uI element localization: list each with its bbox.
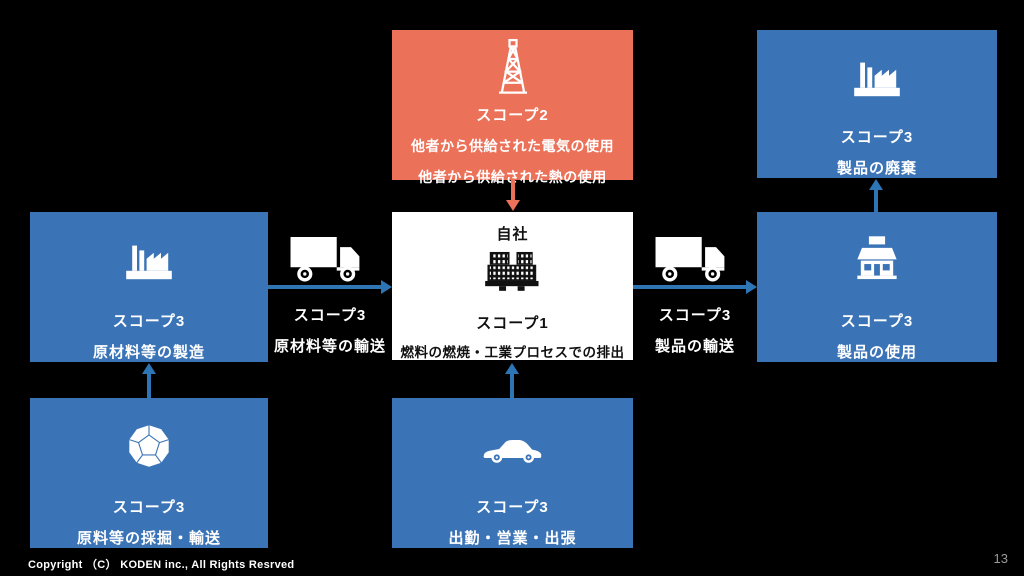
- box-title: スコープ3: [476, 499, 549, 516]
- arrow-head: [142, 363, 156, 374]
- arrow-head: [746, 280, 757, 294]
- box-title: スコープ3: [112, 499, 186, 516]
- arrow-use-to-disposal: [869, 179, 883, 212]
- arrow-line: [510, 372, 514, 398]
- factory-icon: [846, 52, 908, 102]
- office-building-icon: [484, 248, 542, 300]
- transport-label: 製品の輸送: [654, 338, 735, 355]
- own-company-header: 自社: [496, 226, 529, 243]
- product-use-box: スコープ3 製品の使用: [757, 212, 997, 362]
- box-label: 燃料の燃焼・工業プロセスでの排出: [400, 345, 625, 360]
- materials-manufacturing-box: スコープ3 原材料等の製造: [30, 212, 268, 362]
- arrow-line: [511, 180, 515, 202]
- arrow-materials-to-own: [268, 280, 392, 294]
- box-title: スコープ3: [840, 129, 914, 146]
- arrow-line: [633, 285, 748, 289]
- transport-label: 原材料等の輸送: [273, 338, 386, 355]
- transport-title: スコープ3: [293, 307, 367, 324]
- commute-business-trip-box: スコープ3 出勤・営業・出張: [392, 398, 633, 548]
- page-number: 13: [993, 551, 1008, 566]
- arrow-head: [505, 363, 519, 374]
- arrow-line: [147, 372, 151, 398]
- products-transport-group: スコープ3 製品の輸送: [633, 228, 757, 356]
- box-title: スコープ3: [840, 313, 914, 330]
- arrow-head: [381, 280, 392, 294]
- scope2-box: スコープ2 他者から供給された電気の使用 他者から供給された熱の使用: [392, 30, 633, 185]
- box-label: 製品の使用: [836, 344, 917, 361]
- truck-icon: [653, 228, 737, 286]
- truck-icon: [288, 228, 372, 286]
- materials-transport-group: スコープ3 原材料等の輸送: [268, 228, 392, 356]
- box-title: スコープ3: [112, 313, 186, 330]
- box-label: 製品の廃棄: [836, 160, 917, 177]
- factory-icon: [118, 234, 180, 286]
- store-icon: [848, 234, 906, 286]
- own-company-box: 自社 スコープ1 燃料の燃焼・工業プロセスでの排出: [392, 212, 633, 360]
- arrow-head: [869, 179, 883, 190]
- box-label: 出勤・営業・出張: [448, 530, 577, 547]
- arrow-head: [506, 200, 520, 211]
- arrow-own-to-use: [633, 280, 757, 294]
- car-icon: [480, 420, 546, 472]
- box-title: スコープ2: [476, 107, 549, 124]
- arrow-extraction-to-materials: [142, 363, 156, 398]
- arrow-line: [874, 188, 878, 212]
- box-title: スコープ1: [476, 315, 549, 332]
- transport-title: スコープ3: [658, 307, 732, 324]
- box-label: 原料等の採掘・輸送: [76, 530, 221, 547]
- box-label: 他者から供給された電気の使用: [411, 138, 614, 154]
- oil-derrick-icon: [489, 38, 537, 94]
- extraction-transport-box: スコープ3 原料等の採掘・輸送: [30, 398, 268, 548]
- copyright-text: Copyright （C） KODEN inc., All Rights Res…: [28, 559, 295, 571]
- product-disposal-box: スコープ3 製品の廃棄: [757, 30, 997, 178]
- arrow-scope2-to-own: [506, 180, 520, 211]
- box-label: 他者から供給された熱の使用: [418, 169, 607, 185]
- arrow-commute-to-own: [505, 363, 519, 398]
- box-label: 原材料等の製造: [92, 344, 205, 361]
- arrow-line: [268, 285, 383, 289]
- dodecahedron-icon: [126, 420, 172, 472]
